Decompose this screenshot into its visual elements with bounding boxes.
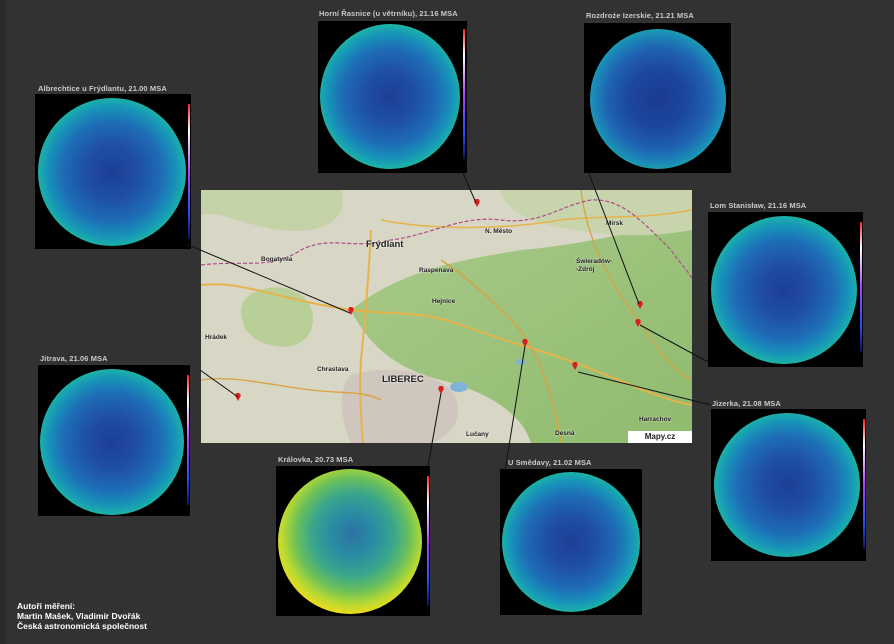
place-hradek: Hrádek xyxy=(205,334,228,341)
sky-map-u-smedavy xyxy=(500,469,642,615)
place-hejnice: Hejnice xyxy=(432,298,456,305)
place-chrastava: Chrastava xyxy=(317,366,349,373)
station-label-lom-stanislaw: Lom Stanisław, 21.16 MSA xyxy=(710,201,807,210)
pin-horni-rasnice[interactable] xyxy=(474,199,480,207)
place-nove-mesto: N. Město xyxy=(485,228,513,235)
pin-jitrava[interactable] xyxy=(235,393,241,401)
sky-map-kralovka xyxy=(276,466,430,616)
region-map[interactable]: Frýdlant Bogatynia N. Město Mirsk Raspen… xyxy=(201,190,692,443)
sky-map-rozdroze xyxy=(584,23,731,173)
station-label-albrechtice: Albrechtice u Frýdlantu, 21.00 MSA xyxy=(38,84,167,93)
credits-names: Martin Mašek, Vladimír Dvořák xyxy=(17,611,141,621)
station-label-horni-rasnice: Horní Řasnice (u větrníku), 21.16 MSA xyxy=(319,9,458,18)
sky-map-jizerka xyxy=(711,409,866,561)
credits-block: Autoři měření: Martin Mašek, Vladimír Dv… xyxy=(17,601,147,631)
place-liberec: LIBEREC xyxy=(382,374,424,385)
pin-rozdroze[interactable] xyxy=(637,301,643,309)
left-edge-bar xyxy=(0,0,6,644)
sky-map-jitrava xyxy=(38,365,190,516)
sky-map-lom-stanislaw xyxy=(708,212,863,367)
place-raspenava: Raspenava xyxy=(419,267,454,274)
place-mirsk: Mirsk xyxy=(606,220,623,227)
credits-heading: Autoři měření: xyxy=(17,601,76,611)
station-label-jitrava: Jitrava, 21.06 MSA xyxy=(40,354,108,363)
station-label-rozdroze: Rozdroże Izerskie, 21.21 MSA xyxy=(586,11,694,20)
pin-albrechtice[interactable] xyxy=(348,307,354,315)
place-swieradow: Świeradów- -Zdrój xyxy=(576,258,613,273)
sky-map-horni-rasnice xyxy=(318,21,467,173)
sky-map-albrechtice xyxy=(35,94,191,249)
pin-jizerka[interactable] xyxy=(572,362,578,370)
pin-lom-stanislaw[interactable] xyxy=(635,319,641,327)
pin-kralovka[interactable] xyxy=(438,386,444,394)
station-label-jizerka: Jizerka, 21.08 MSA xyxy=(712,399,781,408)
place-frydlant: Frýdlant xyxy=(366,239,404,250)
map-attribution[interactable]: Mapy.cz xyxy=(628,431,692,443)
place-harrachov: Harrachov xyxy=(639,416,672,423)
station-label-kralovka: Královka, 20.73 MSA xyxy=(278,455,354,464)
place-lucany: Lučany xyxy=(466,431,489,438)
credits-organization: Česká astronomická společnost xyxy=(17,621,147,631)
station-label-u-smedavy: U Smědavy, 21.02 MSA xyxy=(508,458,592,467)
pin-u-smedavy[interactable] xyxy=(522,339,528,347)
place-bogatynia: Bogatynia xyxy=(261,256,293,263)
place-desna: Desná xyxy=(555,430,575,437)
